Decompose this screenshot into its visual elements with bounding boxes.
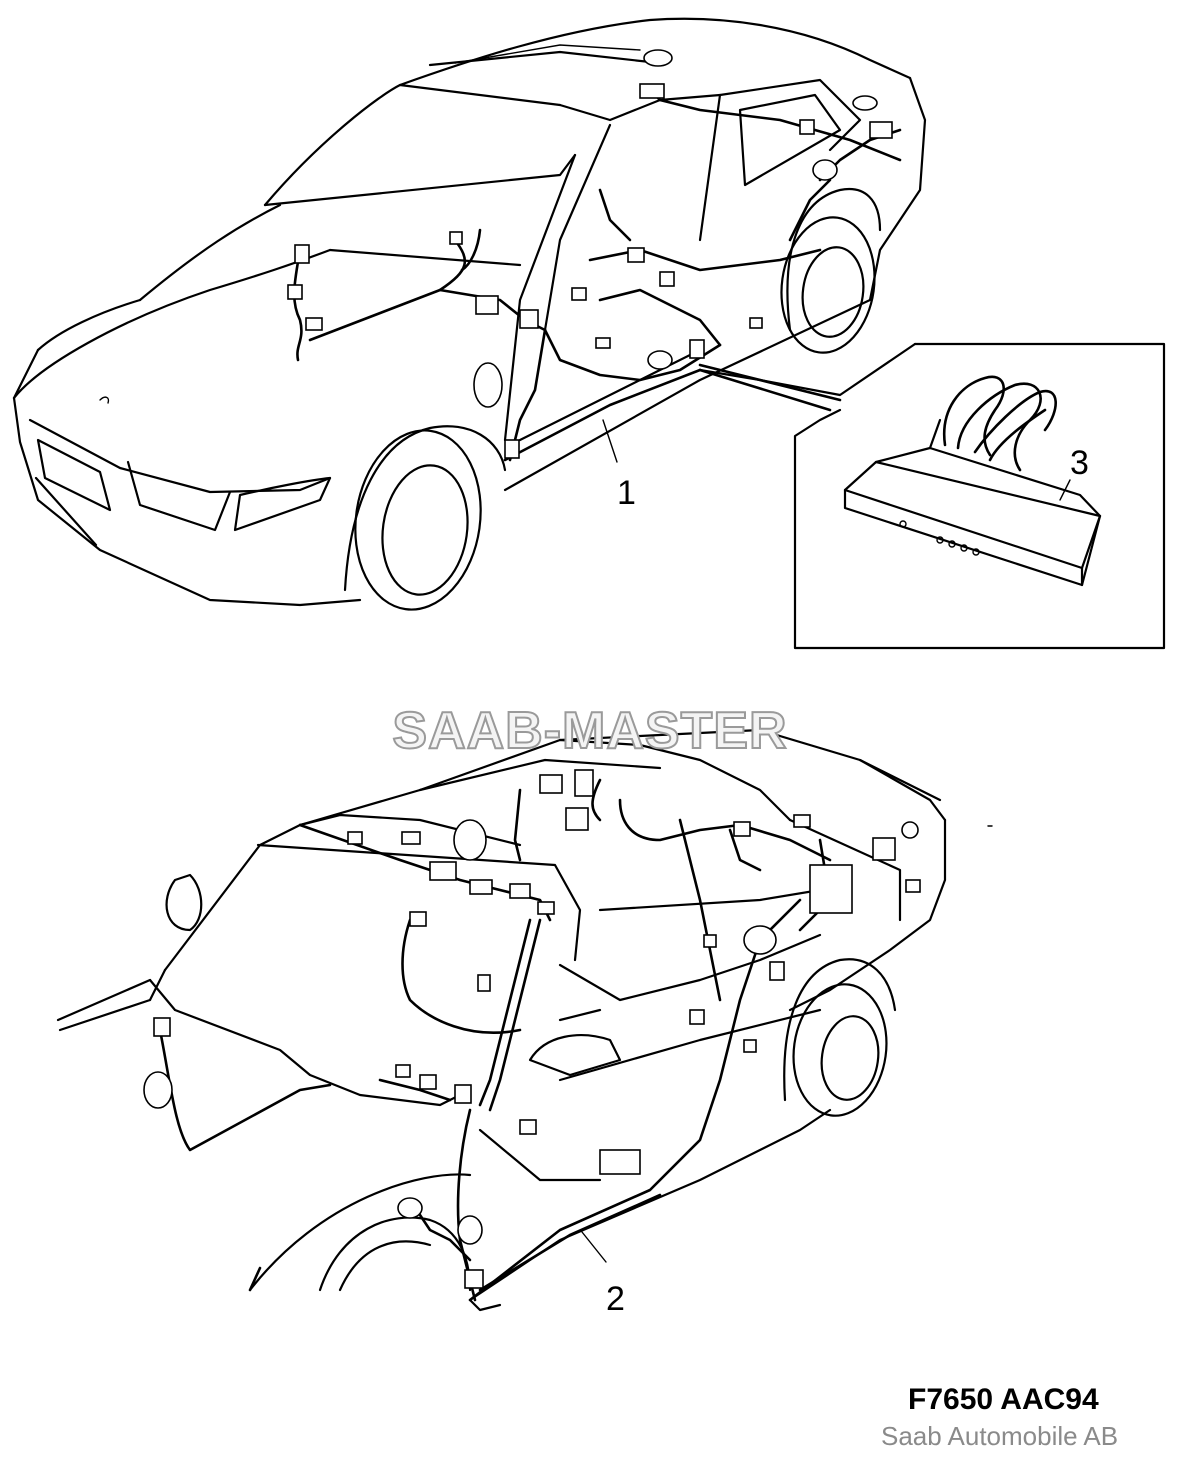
company-name: Saab Automobile AB	[881, 1421, 1119, 1451]
top-car-drawing	[12, 17, 927, 611]
callout-label-1: 1	[617, 474, 636, 512]
callout-label-2: 2	[606, 1280, 625, 1318]
bottom-car-drawing	[56, 728, 993, 1312]
svg-text:SAAB-MASTER: SAAB-MASTER	[392, 702, 787, 760]
component-3-inset	[698, 342, 1166, 650]
figure-code: F7650 AAC94	[908, 1383, 1099, 1416]
callout-label-3: 3	[1070, 444, 1089, 482]
saab-master-watermark: SAAB-MASTER	[391, 701, 787, 761]
wiring-harness-1	[287, 49, 902, 463]
wiring-harness-2	[143, 769, 921, 1302]
